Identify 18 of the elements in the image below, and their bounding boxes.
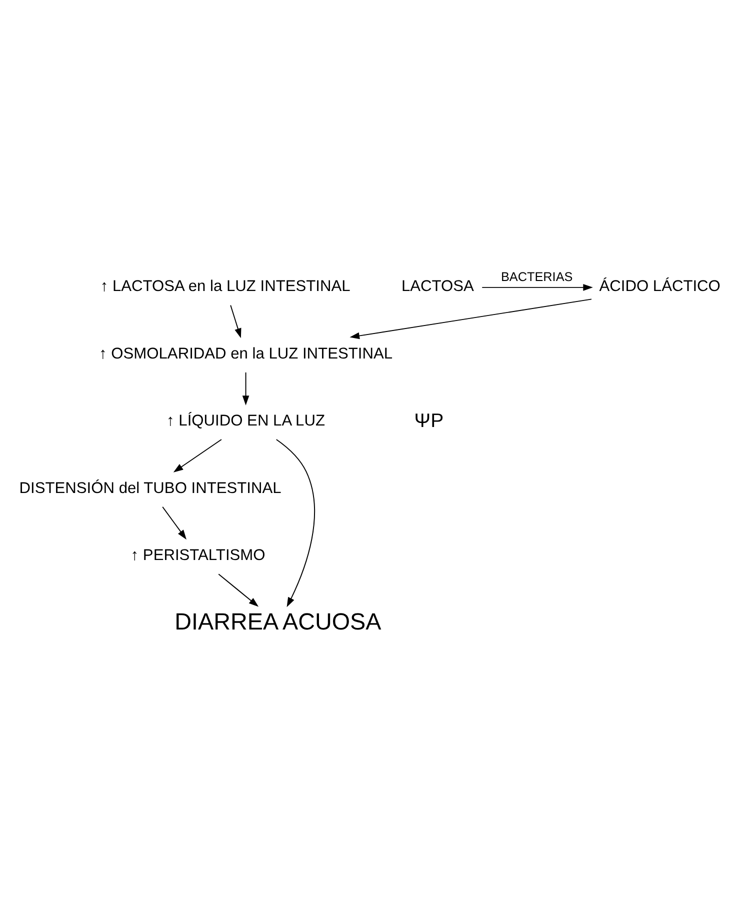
arrow (162, 506, 186, 540)
node-text: DISTENSIÓN del TUBO INTESTINAL (19, 480, 282, 497)
node-text: LACTOSA (401, 278, 474, 296)
arrow (276, 439, 315, 608)
node-text: ÁCIDO LÁCTICO (599, 278, 720, 296)
node-text: ↑ OSMOLARIDAD en la LUZ INTESTINAL (99, 345, 393, 362)
arrow (242, 372, 250, 406)
arrow (482, 284, 593, 291)
node-text: DIARREA ACUOSA (174, 608, 382, 635)
arrow (230, 304, 242, 338)
node-text: ↑ PERISTALTISMO (130, 547, 266, 564)
node-text: ↑ LÍQUIDO EN LA LUZ (166, 412, 325, 430)
node-text: ↑ LACTOSA en la LUZ INTESTINAL (100, 278, 350, 296)
arrow (350, 298, 592, 340)
arrow (218, 574, 259, 607)
arrow (173, 439, 222, 472)
label: ΨP (414, 410, 444, 432)
edge-label: BACTERIAS (500, 270, 573, 284)
